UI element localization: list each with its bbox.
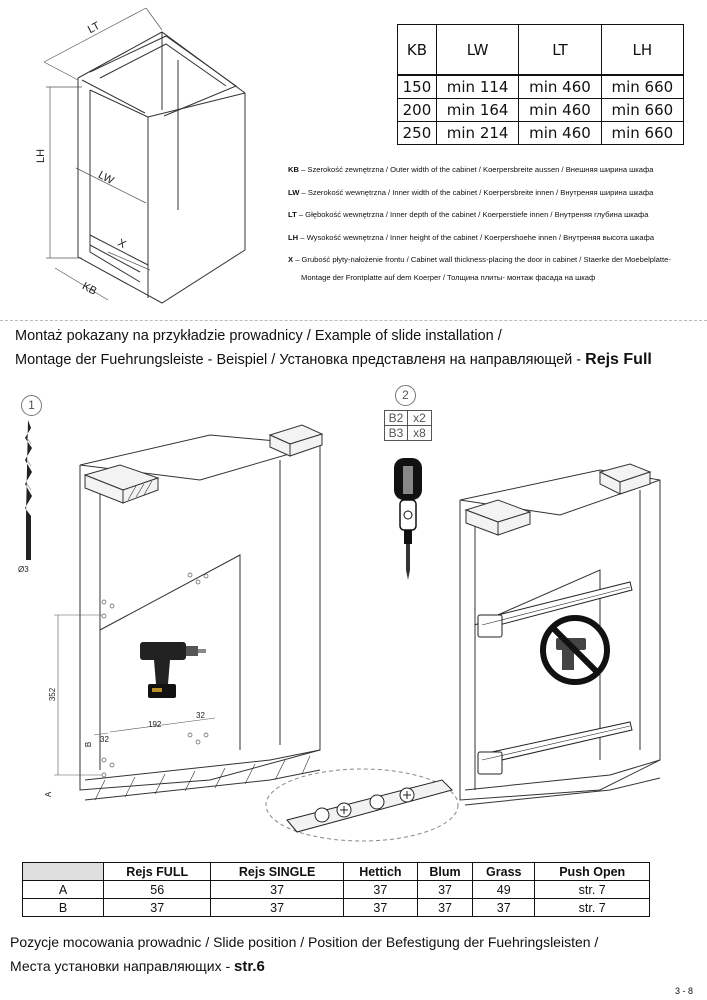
dim-32b-label: 32 [196,711,205,720]
header-grass: Grass [472,862,536,881]
table-cell: min 214 [435,121,520,145]
drill-bit-icon [25,420,32,560]
dims-header-lt: LT [518,24,602,76]
legend-item: Montage der Frontplatte auf dem Koerper … [301,273,596,282]
table-cell: min 660 [600,98,685,122]
table-cell: 200 [397,98,437,122]
table-cell: min 660 [600,121,685,145]
table-cell: A [22,880,104,899]
cabinet-left-drawing [54,424,324,801]
section-heading-line2: Montage der Fuehrungsleiste - Beispiel /… [15,351,652,368]
header-push-open: Push Open [534,862,650,881]
table-cell: 37 [342,880,418,899]
header-hettich: Hettich [342,862,418,881]
table-cell: 37 [342,898,418,917]
cabinet-dimensions-table: KB LW LT LH 150 min 114 min 460 min 660 … [397,24,685,145]
table-cell: min 114 [435,74,520,99]
table-cell: min 660 [600,74,685,99]
legend-item: LW – Szerokość wewnętrzna / Inner width … [288,187,654,197]
screw-row-b2: B2 x2 [385,411,431,426]
table-cell: 250 [397,121,437,145]
dim-b-label: B [84,741,94,748]
table-cell: 37 [416,898,474,917]
dims-header-lw: LW [435,24,520,76]
dim-32a-label: 32 [100,735,109,744]
screw-quantity-box: B2 x2 B3 x8 [384,410,432,441]
cabinet-right-drawing [459,463,661,806]
table-cell: 56 [102,880,212,899]
dim-192-label: 192 [148,720,162,729]
legend-item: LH – Wysokość wewnętrzna / Inner height … [288,232,655,242]
table-cell: str. 7 [534,880,650,899]
drill-diameter-label: Ø3 [18,565,29,574]
table-cell: 150 [397,74,437,99]
cabinet-label-lh: LH [35,148,48,164]
slide-position-table: Rejs FULL Rejs SINGLE Hettich Blum Grass… [22,862,650,917]
table-cell: 49 [472,880,536,899]
table-row: B 37 37 37 37 37 str. 7 [22,898,650,917]
legend-item: LT – Głębokość wewnętrzna / Inner depth … [288,210,649,219]
slide-model-name: Rejs Full [585,351,652,368]
table-cell: 37 [416,880,474,899]
step-2-badge: 2 [395,385,416,406]
slide-detail-zoom [265,768,459,842]
header-rejs-full: Rejs FULL [102,862,212,881]
header-blum: Blum [416,862,474,881]
section-divider [0,320,707,321]
footer-line1: Pozycje mocowania prowadnic / Slide posi… [10,934,599,950]
cabinet-dimension-drawing [43,7,246,304]
legend-item: KB – Szerokość zewnętrzna / Outer width … [288,165,654,174]
table-cell: 37 [472,898,536,917]
table-cell: 37 [210,898,344,917]
screwdriver-icon [394,458,422,580]
screw-row-b3: B3 x8 [385,426,431,440]
section-heading-line1: Montaż pokazany na przykładzie prowadnic… [15,328,502,344]
dim-352-label: 352 [48,687,58,702]
page-number: 3 - 8 [674,986,693,996]
legend-item: X – Grubość płyty-nałożenie frontu / Cab… [288,255,671,264]
dims-header-kb: KB [397,24,437,76]
page-reference: str.6 [234,958,265,975]
table-cell: min 460 [518,98,602,122]
table-header-blank [22,862,104,881]
table-cell: min 460 [518,74,602,99]
power-drill-icon [140,642,206,698]
table-row: A 56 37 37 37 49 str. 7 [22,880,650,899]
table-cell: 37 [102,898,212,917]
dimension-legend: KB – Szerokość zewnętrzna / Outer width … [288,165,707,296]
table-cell: str. 7 [534,898,650,917]
table-cell: B [22,898,104,917]
table-cell: min 164 [435,98,520,122]
dim-a-label: A [44,791,54,798]
table-cell: min 460 [518,121,602,145]
footer-line2: Места установки направляющих - str.6 [10,958,265,975]
header-rejs-single: Rejs SINGLE [210,862,344,881]
step-1-badge: 1 [21,395,42,416]
dims-header-lh: LH [600,24,685,76]
table-cell: 37 [210,880,344,899]
